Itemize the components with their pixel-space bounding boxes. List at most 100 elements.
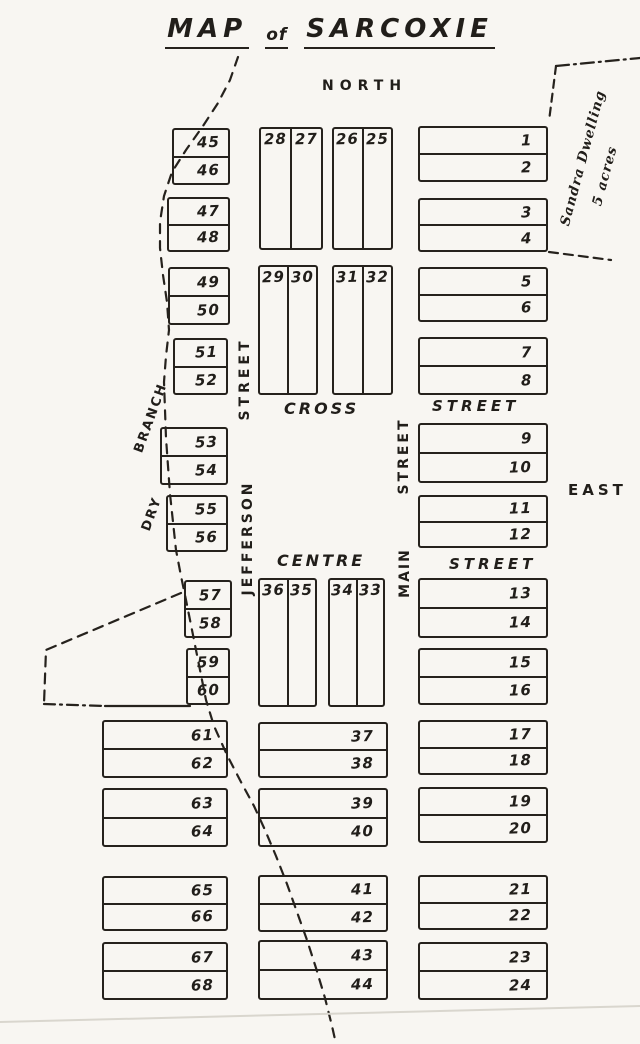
lot-cell: 5 xyxy=(420,269,546,296)
lot-cell: 67 xyxy=(104,944,226,972)
lot-number: 45 xyxy=(196,132,221,152)
lot-cell: 28 xyxy=(261,129,292,248)
lot-cell: 37 xyxy=(260,724,386,751)
lot-number: 59 xyxy=(196,652,221,672)
lot-number: 63 xyxy=(190,793,215,813)
lot-cell: 59 xyxy=(188,650,228,678)
lot-cell: 51 xyxy=(175,340,226,368)
lot-number: 8 xyxy=(520,370,533,389)
lot-cell: 68 xyxy=(104,972,226,998)
lot-number: 68 xyxy=(190,975,215,995)
lot-cell: 49 xyxy=(170,269,228,297)
lot-cell: 38 xyxy=(260,751,386,776)
lot-number: 30 xyxy=(290,267,315,287)
lot-cell: 33 xyxy=(358,580,384,705)
lot-number: 41 xyxy=(350,880,375,899)
lot-cell: 53 xyxy=(162,429,226,457)
lot-cell: 50 xyxy=(170,297,228,323)
lot-number: 37 xyxy=(350,726,375,746)
lot-cell: 12 xyxy=(420,523,546,547)
lot-number: 24 xyxy=(508,975,533,995)
lot-cell: 45 xyxy=(174,130,228,158)
lot-number: 25 xyxy=(365,129,389,149)
lot-number: 64 xyxy=(190,822,215,841)
lot-cell: 66 xyxy=(104,905,226,930)
lot-number: 15 xyxy=(508,653,533,672)
lot-cell: 56 xyxy=(168,525,226,551)
lot-cell: 25 xyxy=(364,129,392,248)
lot-number: 11 xyxy=(508,499,533,518)
lot-number: 32 xyxy=(365,267,389,287)
lot-cell: 34 xyxy=(330,580,358,705)
lot-cell: 36 xyxy=(260,580,289,705)
lot-cell: 31 xyxy=(334,267,364,393)
lot-cell: 9 xyxy=(420,425,546,454)
lot-number: 54 xyxy=(194,460,219,480)
lot-number: 39 xyxy=(350,793,375,813)
lot-cell: 24 xyxy=(420,972,546,998)
lot-number: 29 xyxy=(261,267,286,287)
lot-number: 61 xyxy=(190,725,215,745)
lot-number: 28 xyxy=(263,129,288,149)
lot-number: 51 xyxy=(194,342,219,362)
lot-cell: 1 xyxy=(420,128,546,155)
lot-cell: 41 xyxy=(260,877,386,905)
lot-cell: 11 xyxy=(420,497,546,523)
lot-number: 47 xyxy=(196,201,221,221)
lot-cell: 13 xyxy=(420,580,546,609)
lot-number: 2 xyxy=(520,158,533,177)
lot-cell: 14 xyxy=(420,609,546,636)
lot-number: 50 xyxy=(196,300,221,320)
lot-number: 55 xyxy=(194,499,219,519)
lot-number: 22 xyxy=(508,906,533,925)
lot-cell: 3 xyxy=(420,200,546,226)
lot-number: 52 xyxy=(194,370,219,390)
lot-cell: 63 xyxy=(104,790,226,819)
lot-cell: 15 xyxy=(420,650,546,678)
lot-cell: 29 xyxy=(260,267,289,393)
lot-number: 46 xyxy=(196,160,221,180)
lot-number: 19 xyxy=(508,791,533,811)
lot-number: 20 xyxy=(508,818,533,838)
lot-number: 58 xyxy=(198,613,223,633)
lot-number: 7 xyxy=(520,342,533,361)
lot-cell: 61 xyxy=(104,722,226,750)
lot-cell: 7 xyxy=(420,339,546,367)
lot-cell: 60 xyxy=(188,678,228,704)
lot-number: 10 xyxy=(508,457,533,477)
lot-number: 43 xyxy=(350,945,375,965)
lot-cell: 2 xyxy=(420,155,546,180)
lot-number: 16 xyxy=(508,680,533,700)
lot-cell: 42 xyxy=(260,905,386,931)
lot-cell: 54 xyxy=(162,457,226,483)
lot-number: 12 xyxy=(508,524,533,544)
lot-cell: 58 xyxy=(186,610,230,636)
lot-number: 14 xyxy=(508,612,533,632)
lot-number: 13 xyxy=(508,583,533,603)
lot-number: 3 xyxy=(520,202,533,221)
lot-cell: 23 xyxy=(420,944,546,972)
